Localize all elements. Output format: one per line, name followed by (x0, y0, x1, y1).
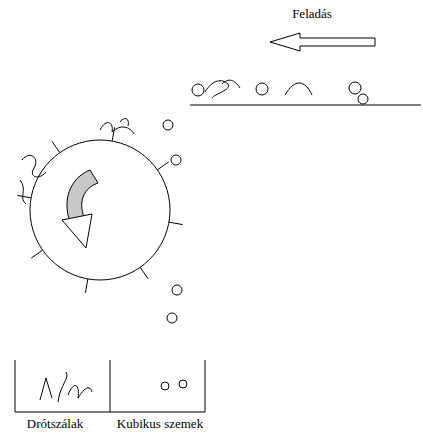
feed-arrow (270, 33, 375, 51)
drum-spike (85, 279, 87, 293)
drum-spike (169, 222, 183, 224)
collected-wires (40, 372, 92, 402)
falling-grains (163, 120, 182, 323)
wires-on-drum (20, 119, 134, 204)
feed-material (192, 80, 368, 104)
conveyor-belt (190, 105, 421, 106)
collecting-bin (15, 360, 205, 412)
rotation-arrowhead (62, 214, 92, 248)
drum-spike (140, 267, 148, 278)
collected-grains (161, 380, 187, 390)
rotation-arrow (67, 170, 98, 222)
drum-spike (157, 162, 168, 170)
drum-spike (52, 141, 60, 152)
magnetic-drum (17, 127, 182, 292)
drum-spike (17, 195, 31, 197)
drum-spike (31, 250, 42, 258)
bin-label: Kubikus szemek (117, 416, 203, 432)
feed-label: Feladás (292, 6, 332, 22)
bin-label: Drótszálak (27, 416, 83, 432)
